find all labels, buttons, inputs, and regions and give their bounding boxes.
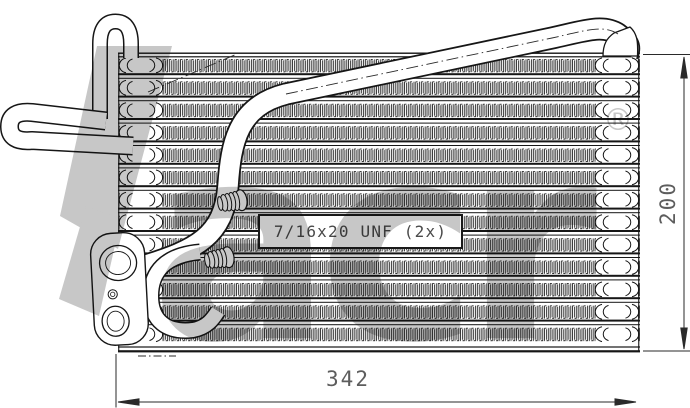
bellows-curve [594,191,603,208]
tube-line [118,319,640,322]
return-bend-body [144,245,224,338]
tube-line [118,207,640,210]
bellows-curve [602,282,609,297]
tube-line-thin [118,324,640,326]
connection-flange [89,232,149,346]
tube-line-thin [118,257,640,258]
arrow-left [117,398,140,406]
bellows-curve [602,170,609,185]
pipe-centerline [285,28,619,95]
bellows-curve [625,103,632,118]
arrow-right [614,398,637,406]
tube-line-thin [118,279,640,281]
bellows-curve [602,215,609,230]
bellows-curve [625,282,632,297]
hairpin-tube-body [1,104,134,154]
bottom-plate-line [118,346,640,348]
pipes [0,13,641,339]
flange-bolt-hole [107,289,118,300]
bellows-curve [594,303,603,320]
dimension-lines [115,54,690,408]
fitting-upper [217,189,248,212]
thread-spec-label: 7/16x20 UNF (2x) [258,214,463,249]
fin-texture [118,58,640,347]
core-right-edge [638,52,640,352]
tube-line-thin [118,167,640,169]
bottom-plate-line2 [118,350,640,353]
tube-line [118,118,640,120]
arrow-up [680,56,688,79]
bellows-curve [594,124,603,141]
bellows-curve [602,327,609,342]
fitting-lower [204,246,235,269]
bellows-curve [602,103,609,118]
bellows-curve [594,79,603,96]
bellows-curve [602,80,609,95]
tube-line [118,297,640,300]
core [118,58,640,347]
tube-line-thin [118,212,640,214]
bellows-curve [625,260,632,274]
pipe-entry-flare [602,26,639,57]
tube-line [118,185,640,188]
bellows-curve [594,102,603,119]
bellows-curve [594,236,603,253]
bellows-curve [625,80,632,95]
threaded-fittings [204,189,248,269]
bellows-curve [594,214,603,231]
bellows-curve [594,259,603,275]
bellows-curve [602,58,609,73]
tube-line-thin [118,301,640,303]
bellows-curve [594,57,603,74]
tube-line [118,274,640,277]
arrow-down [680,327,688,350]
bellows-curve [625,58,632,73]
bellows-curve [602,237,609,252]
tube-line-thin [118,189,640,191]
tube-line [118,140,640,143]
bellows-curve [594,326,603,343]
bellows-curve [625,170,632,185]
tube-line-thin [118,100,640,102]
bellows-curve [149,327,156,342]
tube-line [118,162,640,165]
tube-line-thin [118,122,640,124]
dimension-height-value: 200 [656,181,680,225]
dimension-width-value: 342 [326,367,370,391]
bellows-curve [594,147,603,163]
bellows-curve [602,125,609,140]
tube-line [118,252,640,255]
bellows-curve [625,327,632,342]
bellows-curve [625,192,632,207]
bellows-curve [602,304,609,319]
tube-line [118,95,640,98]
top-plate-line2 [118,56,640,58]
top-loop-pipe-body [93,15,138,119]
bellows-curve [625,237,632,252]
bellows-curve [625,215,632,230]
tube-line-thin [118,145,640,146]
bellows-curve [625,125,632,140]
bellows-curve [594,169,603,186]
top-plate-line [118,52,640,54]
bellows-curve [594,281,603,298]
bellows-curve [602,260,609,274]
bellows-curve [625,148,632,162]
bellows-curve [625,304,632,319]
bellows-curve [602,192,609,207]
bellows-curve [602,148,609,162]
